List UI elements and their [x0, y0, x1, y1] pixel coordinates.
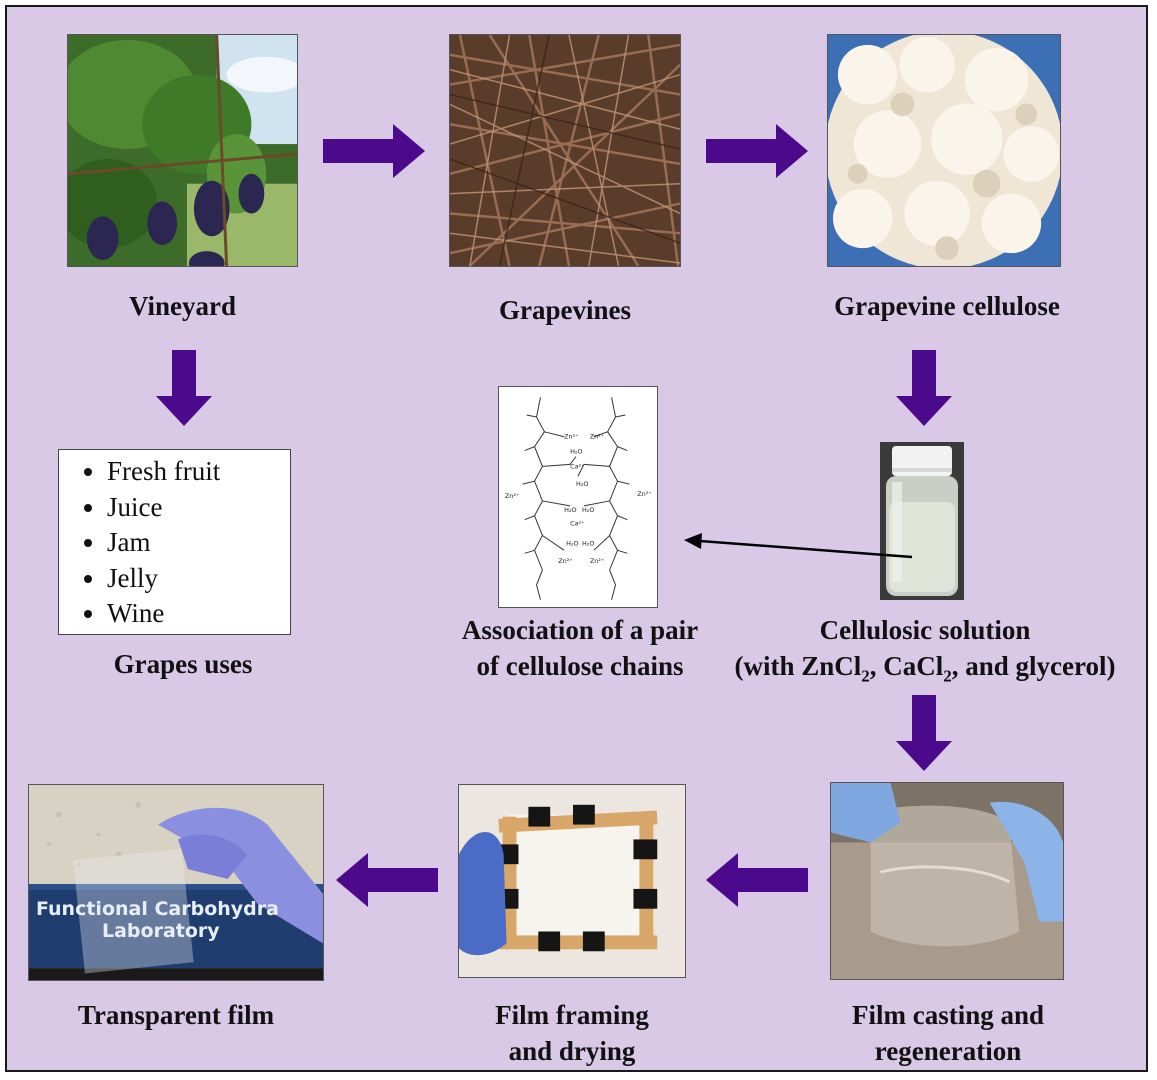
- film-casting-line-1: Film casting and: [851, 1000, 1045, 1030]
- transparent-film-label: Transparent film: [77, 1000, 275, 1030]
- film-framing-label: Film framing and drying: [440, 997, 704, 1069]
- association-label: Association of a pair of cellulose chain…: [440, 612, 720, 684]
- film-casting-photo: [830, 782, 1064, 980]
- film-casting-line-2: regeneration: [874, 1036, 1022, 1066]
- grape-use-item: Jelly: [107, 561, 290, 597]
- association-line-2: of cellulose chains: [476, 651, 684, 681]
- chem-water-label: H₂O: [582, 539, 594, 547]
- grape-use-item: Juice: [107, 490, 290, 526]
- arrow-cellulose-to-solution: [896, 350, 952, 426]
- grape-uses-list: Fresh fruit Juice Jam Jelly Wine: [59, 450, 290, 632]
- banner-line-1: Functional Carbohydra: [36, 898, 279, 920]
- grapevine-cellulose-photo: [827, 34, 1061, 267]
- chem-zn-label: Zn²⁺: [590, 557, 604, 565]
- chem-water-label: H₂O: [576, 480, 588, 488]
- grape-uses-box: Fresh fruit Juice Jam Jelly Wine: [58, 449, 291, 635]
- chem-zn-label: Zn²⁺: [558, 557, 572, 565]
- grapes-uses-label: Grapes uses: [113, 649, 253, 679]
- arrow-casting-to-framing: [706, 853, 808, 907]
- arrow-grapevines-to-cellulose: [706, 124, 808, 178]
- arrow-solution-to-casting: [896, 695, 952, 771]
- grape-use-item: Fresh fruit: [107, 454, 290, 490]
- chem-water-label: H₂O: [582, 506, 594, 514]
- grape-use-item: Jam: [107, 525, 290, 561]
- cellulosic-line-2: (with ZnCl2, CaCl2, and glycerol): [700, 648, 1150, 694]
- cellulosic-text-1: (with ZnCl: [734, 651, 862, 681]
- chem-zn-label: Zn²⁺: [505, 492, 519, 500]
- chem-water-label: H₂O: [564, 506, 576, 514]
- chem-zn-label: Zn²⁺: [590, 433, 604, 441]
- grape-use-item: Wine: [107, 596, 290, 632]
- vineyard-photo: [67, 34, 298, 267]
- cellulosic-solution-label: Cellulosic solution (with ZnCl2, CaCl2, …: [700, 612, 1150, 694]
- cellulosic-text-3: , and glycerol): [951, 651, 1116, 681]
- transparent-film-photo: [28, 784, 324, 981]
- cellulosic-subscript-2: 2: [943, 666, 952, 686]
- cellulosic-solution-jar: [880, 442, 964, 600]
- chem-zn-label: Zn²⁺: [637, 490, 651, 498]
- cellulosic-subscript-1: 2: [861, 666, 870, 686]
- grapevine-cellulose-label: Grapevine cellulose: [834, 291, 1060, 321]
- banner-line-2: Laboratory: [102, 920, 220, 942]
- chem-ca-label: Ca²⁺: [570, 462, 584, 470]
- arrow-framing-to-film: [336, 853, 438, 907]
- grapevines-label: Grapevines: [499, 295, 631, 325]
- film-framing-line-1: Film framing: [495, 1000, 649, 1030]
- cellulosic-text-2: , CaCl: [869, 651, 944, 681]
- chem-zn-label: Zn²⁺: [564, 433, 578, 441]
- vineyard-label: Vineyard: [129, 291, 236, 321]
- film-casting-label: Film casting and regeneration: [815, 997, 1081, 1069]
- cellulosic-line-1: Cellulosic solution: [819, 615, 1031, 645]
- association-line-1: Association of a pair: [461, 615, 699, 645]
- film-framing-line-2: and drying: [508, 1036, 636, 1066]
- chem-ca-label: Ca²⁺: [570, 520, 584, 528]
- chem-water-label: H₂O: [570, 448, 582, 456]
- chem-water-label: H₂O: [566, 539, 578, 547]
- grapevines-photo: [449, 34, 681, 267]
- film-framing-photo: [458, 784, 686, 978]
- arrow-vineyard-to-grapevines: [323, 124, 425, 178]
- cellulose-chains-structure: Zn²⁺ Zn²⁺ Zn²⁺ Zn²⁺ Zn²⁺ Zn²⁺ Ca²⁺ Ca²⁺ …: [498, 386, 658, 608]
- arrow-vineyard-to-uses: [156, 350, 212, 426]
